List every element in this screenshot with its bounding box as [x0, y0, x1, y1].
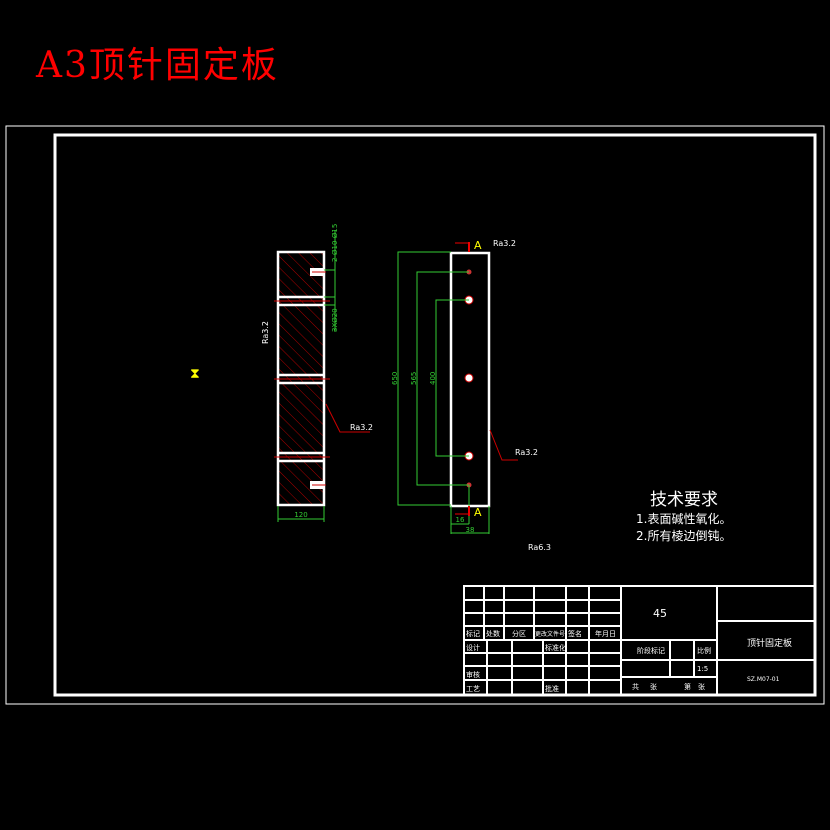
outer-frame [5, 125, 825, 705]
header-date: 年月日 [595, 629, 616, 638]
label-design: 设计 [466, 643, 480, 652]
scale-value: 1:5 [697, 665, 708, 673]
dim-400: 400 [429, 372, 437, 385]
label-stage-mark: 阶段标记 [637, 646, 665, 655]
dim-38: 38 [466, 526, 475, 534]
section-mark-top: A [474, 239, 482, 252]
header-change-doc: 更改文件号 [535, 630, 565, 638]
drawing-title: A3顶针固定板 [36, 45, 279, 86]
hole-note-1: 2-Ø10-Ø15 [331, 224, 339, 262]
tech-requirement-1: 1.表面碱性氧化。 [636, 512, 731, 526]
roughness-left: Ra3.2 [261, 321, 270, 344]
label-approve: 批准 [545, 684, 559, 693]
hole-note-2: 3XØ20 [331, 308, 339, 332]
roughness-side: Ra3.2 [515, 448, 538, 457]
dim-650: 650 [391, 372, 399, 385]
title-block [463, 585, 816, 696]
tech-requirement-2: 2.所有棱边倒钝。 [636, 528, 731, 543]
section-mark-bottom: A [474, 506, 482, 519]
material: 45 [653, 607, 667, 620]
label-scale: 比例 [697, 646, 711, 655]
label-review: 审核 [466, 670, 480, 679]
label-total: 共 [632, 682, 639, 691]
label-sheets-2: 张 [698, 682, 705, 691]
inner-frame [53, 133, 817, 697]
part-name: 顶针固定板 [747, 637, 792, 649]
label-standardization: 标准化 [545, 643, 566, 652]
drawing-number: SZ.M07-01 [747, 676, 780, 683]
header-signature: 签名 [568, 629, 582, 638]
header-zone: 分区 [512, 629, 526, 638]
dim-16: 16 [456, 516, 465, 524]
label-sheets: 张 [650, 682, 657, 691]
header-count: 处数 [486, 629, 500, 638]
label-page: 第 [684, 682, 691, 691]
left-section-view: 120 2-Ø10-Ø15 3XØ20 Ra3.2 Ra3.2 ⧗ [190, 224, 373, 522]
roughness-left-side: Ra3.2 [350, 423, 373, 432]
tech-requirements-heading: 技术要求 [650, 490, 718, 510]
view-label: ⧗ [190, 366, 200, 382]
label-process: 工艺 [466, 685, 480, 693]
roughness-top: Ra3.2 [493, 239, 516, 248]
front-view: 650 565 400 16 38 A A Ra3.2 Ra3.2 [391, 239, 538, 534]
general-roughness: Ra6.3 [528, 543, 551, 552]
dim-565: 565 [410, 372, 418, 385]
dim-width: 120 [294, 511, 307, 519]
header-mark: 标记 [466, 629, 480, 638]
